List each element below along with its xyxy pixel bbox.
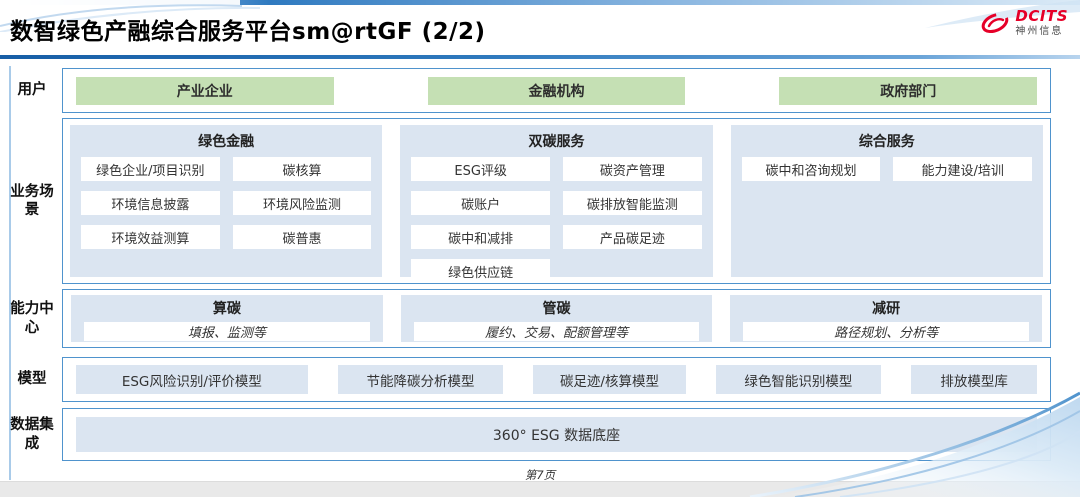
model-chip: ESG风险识别/评价模型: [76, 365, 308, 394]
scenario-item: 产品碳足迹: [562, 225, 702, 249]
capability-desc: 履约、交易、配额管理等: [413, 322, 700, 341]
scenario-item: 环境效益测算: [81, 225, 220, 249]
capability-title: 管碳: [542, 301, 571, 317]
model-chip: 绿色智能识别模型: [715, 365, 882, 394]
capability-desc: 路径规划、分析等: [743, 322, 1030, 341]
row-data-integration: 360° ESG 数据底座: [62, 408, 1051, 461]
capability-desc: 填报、监测等: [84, 322, 370, 341]
title-divider: [0, 55, 1080, 59]
page-number: 第7页: [524, 468, 556, 482]
row-label-scenarios: 业务场景: [10, 183, 54, 218]
scenario-item: 碳账户: [411, 191, 550, 215]
model-chip: 碳足迹/核算模型: [533, 365, 686, 394]
logo-swirl-icon: [982, 12, 1009, 34]
scenario-item: 碳中和咨询规划: [741, 157, 881, 181]
scenario-item: 绿色企业/项目识别: [81, 157, 220, 181]
model-chip: 排放模型库: [911, 365, 1037, 394]
capability-card-calc-carbon: 算碳 填报、监测等: [71, 295, 383, 342]
row-label-data-integration: 数据集成: [10, 417, 54, 452]
column-items: ESG评级 碳资产管理 碳账户 碳排放智能监测 碳中和减排 产品碳足迹 绿色供应…: [400, 155, 712, 287]
footer-strip: [0, 481, 1080, 497]
logo-sub-text: 神州信息: [1015, 26, 1064, 37]
column-items: 碳中和咨询规划 能力建设/培训: [731, 155, 1043, 271]
model-chip: 节能降碳分析模型: [337, 365, 504, 394]
user-chip-finance: 金融机构: [427, 76, 686, 105]
left-accent-line: [9, 66, 11, 480]
scenario-item: 碳普惠: [232, 225, 372, 249]
scenario-item: 环境信息披露: [81, 191, 220, 215]
capability-title: 减研: [872, 301, 901, 317]
scenario-item: 碳资产管理: [562, 157, 702, 181]
column-title: 综合服务: [858, 134, 915, 150]
scenario-item: 能力建设/培训: [893, 157, 1032, 181]
logo-brand-text: DCITS: [1015, 7, 1068, 25]
scenario-item: 碳中和减排: [411, 225, 550, 249]
scenario-item: 碳排放智能监测: [562, 191, 702, 215]
row-users: 产业企业 金融机构 政府部门: [62, 68, 1051, 113]
scenario-column-green-finance: 绿色金融 绿色企业/项目识别 碳核算 环境信息披露 环境风险监测 环境效益测算 …: [70, 125, 383, 277]
row-scenarios: 绿色金融 绿色企业/项目识别 碳核算 环境信息披露 环境风险监测 环境效益测算 …: [62, 118, 1051, 284]
scenario-item: ESG评级: [411, 157, 550, 181]
page-title: 数智绿色产融综合服务平台sm@rtGF (2/2): [10, 19, 486, 45]
user-chip-government: 政府部门: [779, 76, 1037, 105]
scenario-item: 碳核算: [232, 157, 372, 181]
row-label-capabilities: 能力中心: [10, 301, 54, 336]
row-models: ESG风险识别/评价模型 节能降碳分析模型 碳足迹/核算模型 绿色智能识别模型 …: [62, 357, 1051, 402]
user-chip-industry: 产业企业: [76, 76, 334, 105]
column-items: 绿色企业/项目识别 碳核算 环境信息披露 环境风险监测 环境效益测算 碳普惠: [70, 155, 382, 271]
capability-card-manage-carbon: 管碳 履约、交易、配额管理等: [400, 295, 713, 342]
scenario-item: 绿色供应链: [411, 259, 550, 283]
scenario-column-comprehensive: 综合服务 碳中和咨询规划 能力建设/培训: [730, 125, 1043, 277]
capability-title: 算碳: [212, 301, 241, 317]
data-foundation-chip: 360° ESG 数据底座: [76, 417, 1037, 452]
row-capabilities: 算碳 填报、监测等 管碳 履约、交易、配额管理等 减研 路径规划、分析等: [62, 289, 1051, 348]
row-label-models: 模型: [17, 371, 47, 388]
scenario-item: 环境风险监测: [232, 191, 372, 215]
row-label-users: 用户: [17, 82, 47, 99]
column-title: 双碳服务: [528, 134, 585, 150]
brand-logo: DCITS 神州信息: [980, 9, 1068, 37]
scenario-column-dual-carbon: 双碳服务 ESG评级 碳资产管理 碳账户 碳排放智能监测 碳中和减排 产品碳足迹…: [400, 125, 713, 283]
capability-card-reduction-research: 减研 路径规划、分析等: [730, 295, 1043, 342]
column-title: 绿色金融: [198, 134, 255, 150]
